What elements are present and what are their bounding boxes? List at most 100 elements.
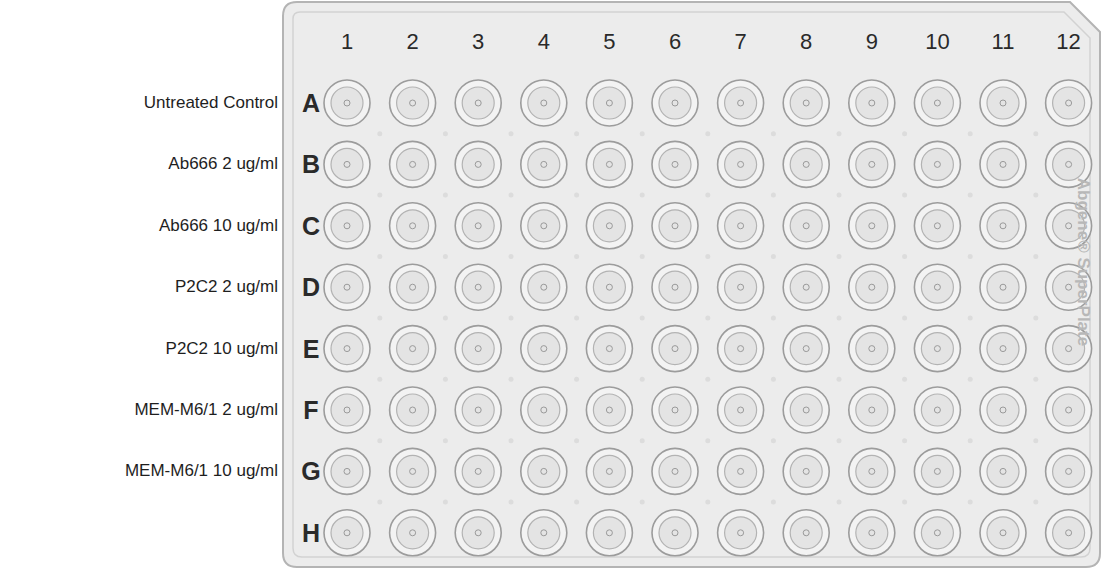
well-rim: [390, 510, 436, 556]
well-center: [1066, 530, 1072, 536]
well-bottom: [528, 517, 560, 549]
gap-dot: [509, 377, 514, 382]
well-rim: [849, 448, 895, 494]
well-bottom: [659, 333, 691, 365]
well: [324, 326, 370, 372]
gap-dot: [771, 131, 776, 136]
well-center: [475, 161, 481, 167]
gap-dot: [902, 377, 907, 382]
well-center: [803, 346, 809, 352]
well-bottom: [725, 394, 757, 426]
well-rim: [1046, 387, 1092, 433]
well-center: [475, 530, 481, 536]
column-number: 1: [341, 29, 353, 55]
well-rim: [914, 80, 960, 126]
well-center: [934, 468, 940, 474]
well-bottom: [462, 394, 494, 426]
well-center: [1066, 407, 1072, 413]
well-center: [606, 407, 612, 413]
well-rim: [455, 264, 501, 310]
well-center: [1066, 468, 1072, 474]
well-bottom: [921, 87, 953, 119]
well-rim: [980, 387, 1026, 433]
well-rim: [914, 264, 960, 310]
well: [455, 510, 501, 556]
gap-dot: [574, 193, 579, 198]
well-center: [672, 100, 678, 106]
well-rim: [652, 448, 698, 494]
well: [652, 448, 698, 494]
column-number: 12: [1056, 29, 1080, 55]
well: [980, 387, 1026, 433]
well: [783, 80, 829, 126]
gap-dot: [968, 438, 973, 443]
well-rim: [783, 80, 829, 126]
well-rim: [718, 326, 764, 372]
well-center: [1000, 530, 1006, 536]
well-center: [410, 223, 416, 229]
well: [652, 203, 698, 249]
well: [652, 80, 698, 126]
well-bottom: [462, 87, 494, 119]
well-center: [410, 530, 416, 536]
treatment-label: Ab666 10 ug/ml: [159, 216, 278, 236]
well-rim: [390, 448, 436, 494]
well: [586, 387, 632, 433]
well-rim: [390, 80, 436, 126]
well: [849, 448, 895, 494]
well-bottom: [790, 333, 822, 365]
well-rim: [652, 387, 698, 433]
well-center: [803, 530, 809, 536]
well-rim: [980, 510, 1026, 556]
well: [914, 448, 960, 494]
well-bottom: [790, 148, 822, 180]
well: [455, 387, 501, 433]
well-rim: [324, 448, 370, 494]
well-bottom: [856, 455, 888, 487]
well: [980, 326, 1026, 372]
gap-dot: [377, 438, 382, 443]
well-center: [738, 468, 744, 474]
well-center: [934, 100, 940, 106]
well: [914, 326, 960, 372]
well-bottom: [331, 148, 363, 180]
well-bottom: [987, 333, 1019, 365]
well-bottom: [528, 87, 560, 119]
well-center: [344, 284, 350, 290]
well-center: [803, 407, 809, 413]
well-rim: [324, 264, 370, 310]
well-rim: [980, 264, 1026, 310]
well-bottom: [528, 271, 560, 303]
well-rim: [390, 326, 436, 372]
gap-dot: [509, 193, 514, 198]
well-rim: [914, 141, 960, 187]
well-bottom: [856, 333, 888, 365]
gap-dot: [640, 193, 645, 198]
well-bottom: [593, 517, 625, 549]
gap-dot: [377, 131, 382, 136]
well: [849, 387, 895, 433]
well-rim: [455, 387, 501, 433]
well: [390, 264, 436, 310]
well: [586, 141, 632, 187]
well: [849, 203, 895, 249]
gap-dot: [837, 377, 842, 382]
column-number: 10: [925, 29, 949, 55]
well-bottom: [331, 333, 363, 365]
well-rim: [783, 448, 829, 494]
well-rim: [324, 387, 370, 433]
well-rim: [718, 141, 764, 187]
well-bottom: [725, 210, 757, 242]
well-bottom: [1053, 517, 1085, 549]
well-bottom: [856, 394, 888, 426]
well: [718, 80, 764, 126]
well: [390, 510, 436, 556]
well-rim: [521, 203, 567, 249]
well-rim: [718, 80, 764, 126]
well-center: [410, 346, 416, 352]
well-bottom: [331, 517, 363, 549]
well-center: [1000, 100, 1006, 106]
well: [914, 80, 960, 126]
well: [652, 510, 698, 556]
well-center: [869, 407, 875, 413]
